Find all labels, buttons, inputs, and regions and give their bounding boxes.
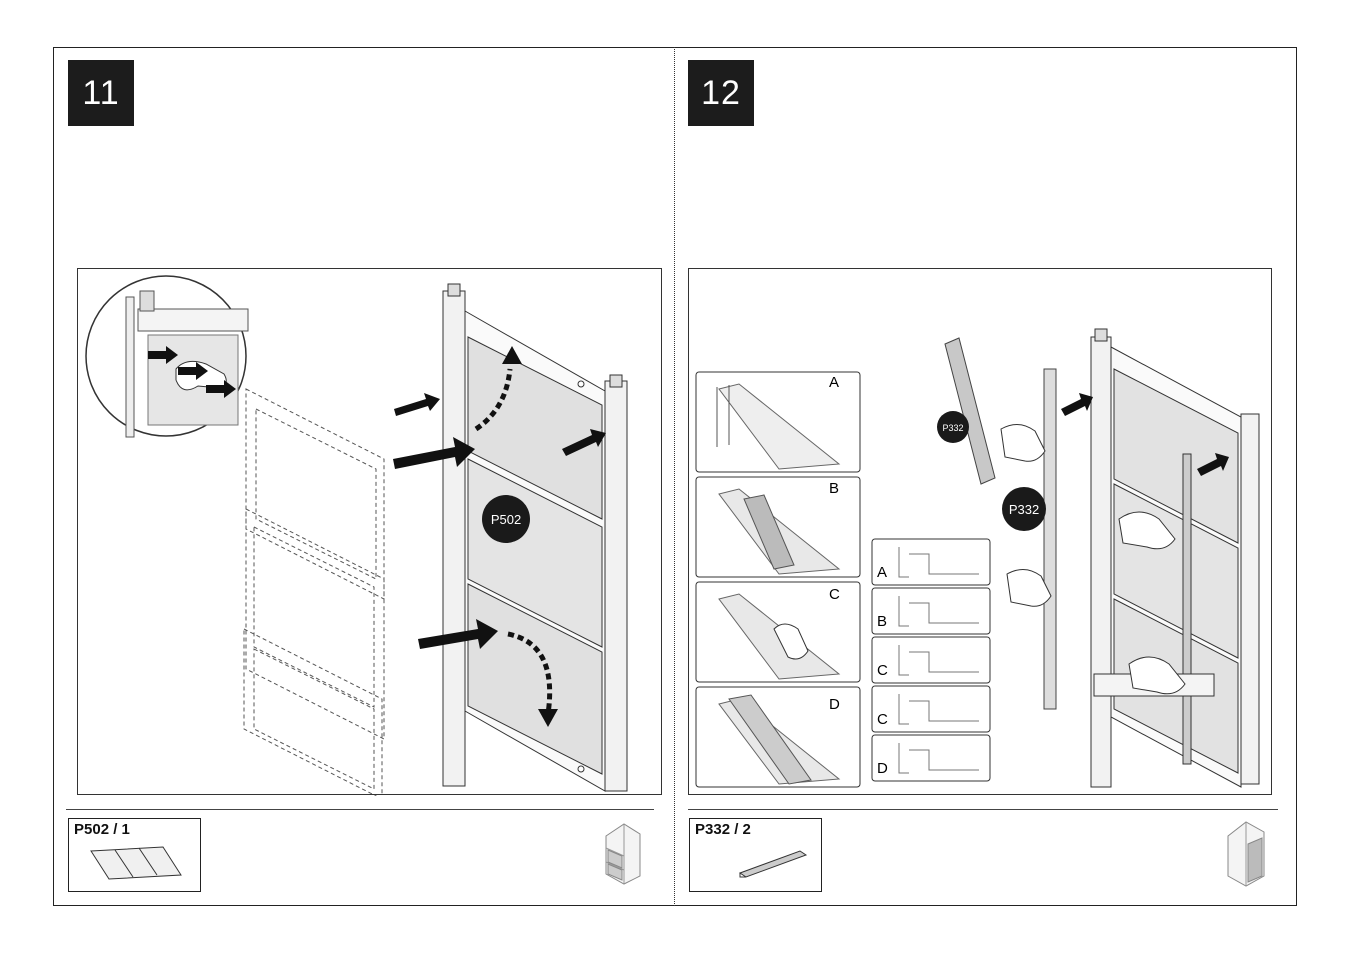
substep-c-label: C — [829, 586, 840, 603]
step-12-part-box: P332 / 2 — [689, 818, 822, 892]
dashed-panels-outline — [244, 389, 384, 796]
step-11-footer-rule — [66, 809, 654, 810]
profile-step-d-label: D — [877, 760, 888, 777]
substep-a-label: A — [829, 374, 839, 391]
profile-steps: A B C C D — [872, 539, 990, 781]
p502-callout-label: P502 — [491, 512, 521, 527]
detail-zoom-circle — [86, 276, 248, 437]
step-12-drawing: A B C D — [689, 269, 1273, 796]
step-11-number: 11 — [68, 60, 134, 126]
page-divider — [674, 47, 675, 906]
step-11-part-box: P502 / 1 — [68, 818, 201, 892]
substep-box-a: A — [696, 372, 860, 472]
step-11-part-icon — [69, 819, 202, 893]
step-12-footer-rule — [688, 809, 1278, 810]
profile-step-c2-label: C — [877, 711, 888, 728]
step-11-drawing: P502 — [78, 269, 663, 796]
substep-d-label: D — [829, 696, 840, 713]
profile-step-b-label: B — [877, 613, 887, 630]
p332-callout-label: P332 — [1009, 502, 1039, 517]
substep-box-b: B — [696, 477, 860, 577]
step-11-illustration: P502 — [77, 268, 662, 795]
step-12-shed-thumbnail — [1222, 816, 1270, 888]
profile-step-a-label: A — [877, 564, 887, 581]
step-12-illustration: A B C D — [688, 268, 1272, 795]
step-12-part-icon — [690, 819, 823, 893]
profile-step-c-label: C — [877, 662, 888, 679]
step-11-shed-thumbnail — [600, 818, 645, 886]
substep-box-c: C — [696, 582, 860, 682]
step-12-number: 12 — [688, 60, 754, 126]
substep-b-label: B — [829, 480, 839, 497]
p332-small-callout-label: P332 — [942, 423, 963, 433]
frame-assembly — [443, 284, 627, 791]
frame-assembly-12 — [1091, 329, 1259, 787]
substep-box-d: D — [696, 687, 860, 787]
